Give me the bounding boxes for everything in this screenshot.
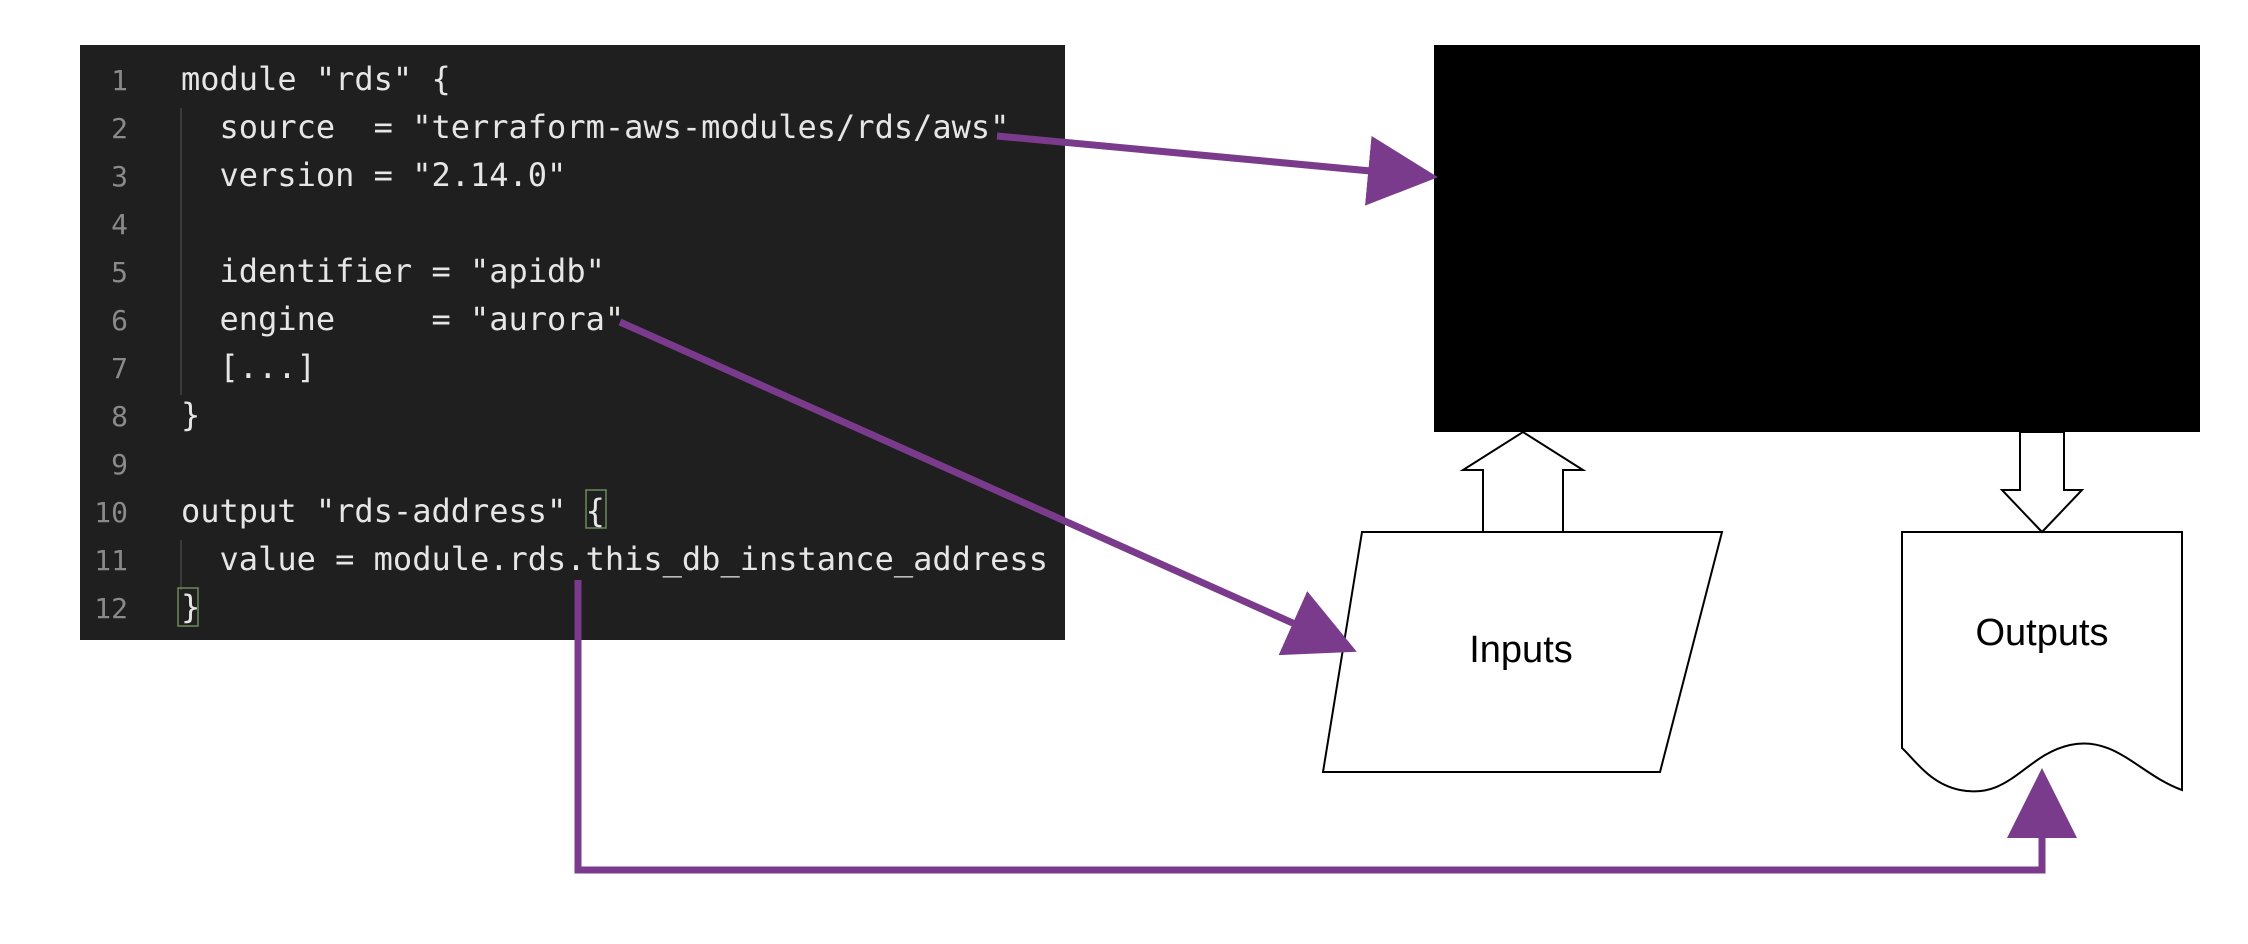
line-number: 9: [111, 448, 128, 481]
code-line: value = module.rds.this_db_instance_addr…: [181, 540, 1048, 578]
inputs-shape: Inputs: [1321, 531, 1724, 773]
line-number: 8: [111, 400, 128, 433]
code-line: engine = "aurora": [181, 300, 624, 338]
code-editor-background: [80, 45, 1065, 640]
line-number: 5: [111, 256, 128, 289]
line-number: 3: [111, 160, 128, 193]
line-number: 1: [111, 64, 128, 97]
hollow-arrow-up: [1459, 430, 1587, 533]
line-number: 10: [94, 496, 128, 529]
line-number: 7: [111, 352, 128, 385]
code-line: source = "terraform-aws-modules/rds/aws": [181, 108, 1009, 146]
outputs-shape: Outputs: [1901, 531, 2183, 793]
line-number: 12: [94, 592, 128, 625]
line-number: 6: [111, 304, 128, 337]
outputs-document: [1901, 531, 2183, 793]
source-arrow: [996, 132, 1438, 206]
code-line: identifier = "apidb": [181, 252, 605, 290]
outputs-label: Outputs: [1975, 612, 2108, 654]
module-black-box: [1434, 45, 2200, 432]
code-line: }: [181, 588, 200, 626]
inputs-parallelogram: [1321, 531, 1724, 773]
output-value-arrow: [574, 580, 2077, 874]
bracket-match-highlight: [177, 587, 199, 627]
code-line: [...]: [181, 348, 316, 386]
code-line: version = "2.14.0": [181, 156, 566, 194]
bracket-match-highlight: [585, 489, 607, 529]
code-line: }: [181, 396, 200, 434]
engine-arrow: [618, 318, 1357, 656]
line-number: 2: [111, 112, 128, 145]
line-number: 4: [111, 208, 128, 241]
code-lines: 1 module "rds" { 2 source = "terraform-aws…: [94, 60, 1048, 626]
hollow-arrow-down: [1999, 431, 2085, 534]
code-line: output "rds-address" {: [181, 492, 605, 530]
code-editor: 1 module "rds" { 2 source = "terraform-aws…: [80, 45, 1065, 640]
code-line: module "rds" {: [181, 60, 451, 98]
connector-arrows: [574, 132, 2077, 874]
line-number: 11: [94, 544, 128, 577]
inputs-label: Inputs: [1469, 629, 1573, 671]
